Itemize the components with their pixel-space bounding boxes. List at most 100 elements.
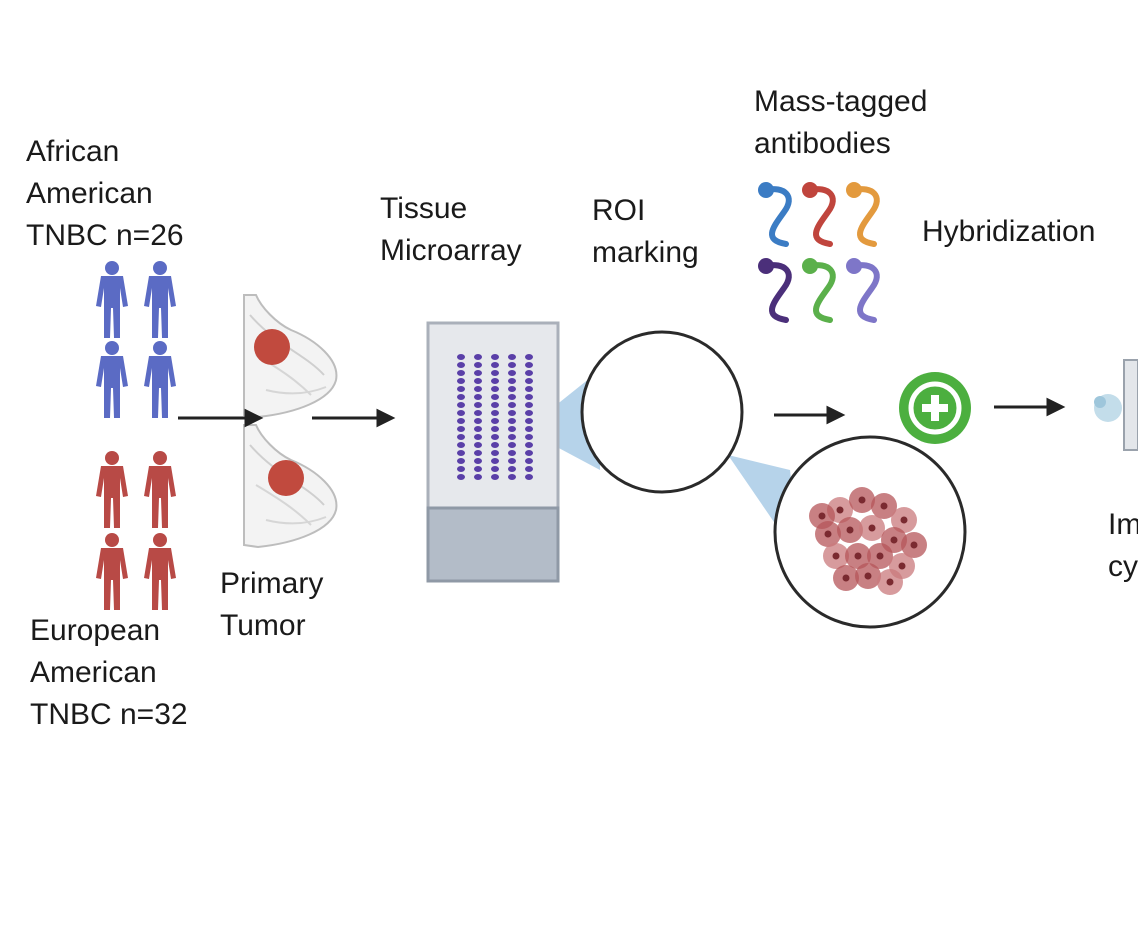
hybridization-label: Hybridization	[922, 215, 1096, 248]
person-icon	[144, 533, 176, 610]
microarray-spot	[474, 370, 482, 376]
person-icon	[96, 261, 128, 338]
microarray-spot	[508, 466, 516, 472]
microarray-spot	[491, 370, 499, 376]
roi-marking-label: ROI marking	[592, 194, 699, 269]
microarray-spot	[474, 394, 482, 400]
microarray-spot	[474, 434, 482, 440]
microarray-spot	[474, 378, 482, 384]
microarray-spot	[508, 442, 516, 448]
microarray-spot	[457, 466, 465, 472]
microarray-icon	[426, 321, 560, 583]
person-icon	[96, 341, 128, 418]
microarray-spot	[457, 378, 465, 384]
microarray-spot	[491, 458, 499, 464]
arrow-icon	[178, 397, 1066, 428]
microarray-spot	[457, 458, 465, 464]
microarray-spot	[457, 434, 465, 440]
imaging-instrument-icon	[1094, 359, 1138, 451]
microarray-spot	[457, 474, 465, 480]
tissue-nucleus	[836, 506, 844, 514]
microarray-spot	[457, 394, 465, 400]
tissue-nucleus	[910, 541, 918, 549]
microarray-spot	[474, 362, 482, 368]
microarray-spot	[474, 426, 482, 432]
microarray-spot	[525, 434, 533, 440]
microarray-spot	[525, 474, 533, 480]
tissue-microarray-label: Tissue Microarray	[380, 192, 522, 267]
european-american-label: European American TNBC n=32	[30, 614, 188, 731]
microarray-spot	[525, 410, 533, 416]
microarray-spot	[457, 354, 465, 360]
microarray-spot	[525, 466, 533, 472]
zoom-cone	[525, 370, 600, 470]
microarray-spot	[457, 442, 465, 448]
microarray-spot	[508, 362, 516, 368]
european-american-people	[96, 451, 176, 610]
breast-icon-top	[243, 294, 338, 418]
tissue-nucleus	[880, 502, 888, 510]
microarray-spot	[474, 418, 482, 424]
person-icon	[144, 451, 176, 528]
microarray-spot	[508, 378, 516, 384]
african-american-people	[96, 261, 176, 418]
microarray-spot	[525, 426, 533, 432]
microarray-spot	[508, 402, 516, 408]
microarray-spot	[508, 354, 516, 360]
microarray-spot	[508, 450, 516, 456]
microarray-spot	[508, 394, 516, 400]
microarray-spot	[491, 410, 499, 416]
microarray-spot	[474, 386, 482, 392]
microarray-spot	[525, 370, 533, 376]
microarray-spot	[457, 426, 465, 432]
primary-tumor-label: Primary Tumor	[220, 567, 324, 642]
microarray-spot	[525, 378, 533, 384]
microarray-spot	[525, 442, 533, 448]
antibodies-label: Mass-tagged antibodies	[754, 85, 928, 160]
microarray-spot	[508, 474, 516, 480]
tissue-nucleus	[900, 516, 908, 524]
microarray-spot	[474, 442, 482, 448]
tissue-nucleus	[832, 552, 840, 560]
microarray-spot	[474, 458, 482, 464]
tissue-nucleus	[854, 552, 862, 560]
microarray-spot	[508, 418, 516, 424]
tissue-nucleus	[824, 530, 832, 538]
roi-circle-icon	[580, 330, 744, 494]
person-icon	[144, 341, 176, 418]
microarray-spot	[474, 402, 482, 408]
tissue-nucleus	[886, 578, 894, 586]
microarray-spot	[457, 450, 465, 456]
microarray-spot	[508, 386, 516, 392]
microarray-spot	[474, 466, 482, 472]
microarray-spot	[525, 386, 533, 392]
tissue-nucleus	[868, 524, 876, 532]
microarray-spot	[525, 394, 533, 400]
african-american-label: African American TNBC n=26	[26, 135, 184, 252]
microarray-spot	[491, 386, 499, 392]
microarray-spot	[474, 474, 482, 480]
microarray-spot	[525, 354, 533, 360]
microarray-spot	[491, 378, 499, 384]
plus-icon	[899, 372, 971, 444]
tissue-nucleus	[890, 536, 898, 544]
microarray-spot	[457, 386, 465, 392]
tissue-nucleus	[842, 574, 850, 582]
person-icon	[144, 261, 176, 338]
microarray-spot	[508, 370, 516, 376]
microarray-spot	[508, 426, 516, 432]
microarray-spot	[491, 394, 499, 400]
microarray-spot	[491, 362, 499, 368]
person-icon	[96, 451, 128, 528]
tissue-nucleus	[876, 552, 884, 560]
microarray-spot	[525, 362, 533, 368]
microarray-spot	[457, 370, 465, 376]
microarray-spot	[491, 450, 499, 456]
person-icon	[96, 533, 128, 610]
tissue-nucleus	[846, 526, 854, 534]
microarray-spot	[508, 434, 516, 440]
microarray-spot	[457, 362, 465, 368]
tissue-nucleus	[858, 496, 866, 504]
tissue-icon	[773, 435, 967, 629]
